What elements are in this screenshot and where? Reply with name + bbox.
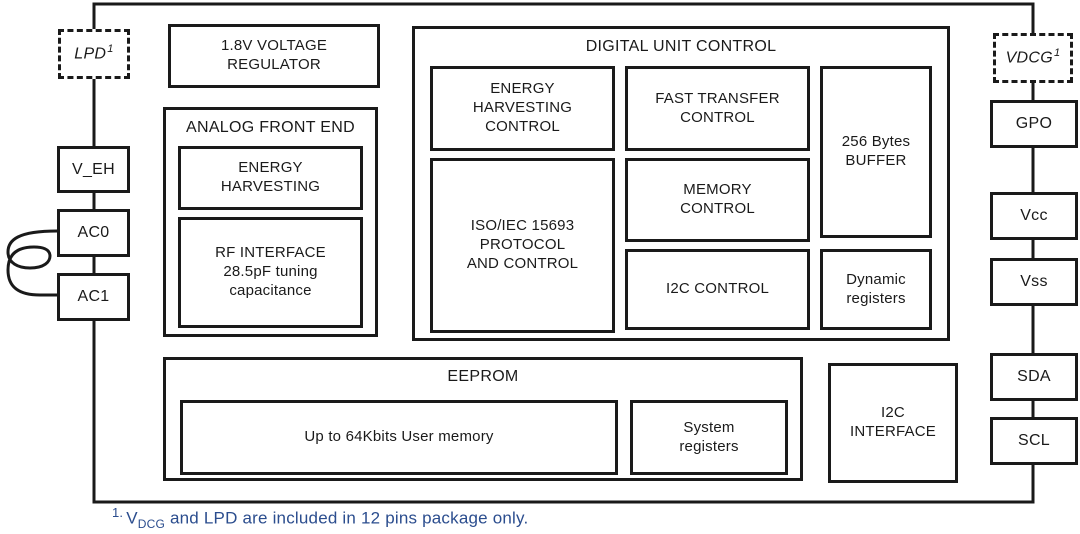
antenna-coil-icon [6,229,59,297]
pin-gpo-label: GPO [1015,115,1053,132]
block-rf-interface-label: RF INTERFACE 28.5pF tuning capacitance [215,244,326,299]
block-energy-harvesting-label: ENERGY HARVESTING [220,159,321,195]
pin-vcc: Vcc [990,192,1078,240]
block-256-bytes-buffer-label: 256 Bytes BUFFER [841,133,911,169]
block-energy-harvesting-control: ENERGY HARVESTING CONTROL [430,66,615,151]
footnote-v: V [126,508,138,528]
footnote-text: and LPD are included in 12 pins package … [165,508,529,528]
block-fast-transfer-control: FAST TRANSFER CONTROL [625,66,810,151]
block-i2c-control: I2C CONTROL [625,249,810,330]
block-eeprom-title: EEPROM [447,368,519,385]
block-voltage-regulator: 1.8V VOLTAGE REGULATOR [168,24,380,88]
pin-vss: Vss [990,258,1078,306]
footnote: 1.VDCG and LPD are included in 12 pins p… [112,505,528,531]
block-energy-harvesting: ENERGY HARVESTING [178,146,363,210]
block-fast-transfer-control-label: FAST TRANSFER CONTROL [655,89,780,126]
footnote-v-subscript: DCG [137,517,166,532]
block-system-registers-label: System registers [679,418,739,455]
block-iso-protocol: ISO/IEC 15693 PROTOCOL AND CONTROL [430,158,615,333]
block-rf-interface: RF INTERFACE 28.5pF tuning capacitance [178,217,363,328]
pin-lpd: LPD1 [58,29,130,79]
block-energy-harvesting-control-label: ENERGY HARVESTING CONTROL [472,80,573,135]
block-voltage-regulator-label: 1.8V VOLTAGE REGULATOR [220,37,328,73]
block-user-memory: Up to 64Kbits User memory [180,400,618,475]
pin-vdcg-label: VDCG [1005,49,1053,67]
pin-vdcg: VDCG1 [993,33,1073,83]
block-analog-front-end-title: ANALOG FRONT END [186,119,355,136]
block-256-bytes-buffer: 256 Bytes BUFFER [820,66,932,238]
pin-ac0-label: AC0 [77,224,110,241]
block-dynamic-registers-label: Dynamic registers [846,270,906,307]
pin-lpd-footnote-ref: 1 [107,43,114,56]
footnote-number: 1. [112,505,124,520]
block-memory-control: MEMORY CONTROL [625,158,810,242]
chip-outline [92,2,1035,504]
pin-sda: SDA [990,353,1078,401]
pin-vdcg-footnote-ref: 1 [1054,47,1061,60]
block-i2c-interface-label: I2C INTERFACE [850,404,936,440]
block-dynamic-registers: Dynamic registers [820,249,932,330]
pin-scl-label: SCL [1017,432,1051,449]
pin-gpo: GPO [990,100,1078,148]
pin-sda-label: SDA [1017,368,1051,385]
block-memory-control-label: MEMORY CONTROL [680,181,755,217]
block-user-memory-label: Up to 64Kbits User memory [304,428,494,446]
block-i2c-interface: I2C INTERFACE [828,363,958,483]
block-iso-protocol-label: ISO/IEC 15693 PROTOCOL AND CONTROL [466,217,579,272]
pin-scl: SCL [990,417,1078,465]
pin-v-eh-label: V_EH [72,160,115,178]
block-digital-unit-control-title: DIGITAL UNIT CONTROL [585,38,777,55]
pin-ac1: AC1 [57,273,130,321]
pin-ac1-label: AC1 [77,288,110,305]
block-system-registers: System registers [630,400,788,475]
pin-lpd-label: LPD [74,45,107,63]
pin-v-eh: V_EH [57,146,130,193]
pin-vss-label: Vss [1020,273,1048,290]
block-i2c-control-label: I2C CONTROL [665,280,770,298]
pin-ac0: AC0 [57,209,130,257]
pin-vcc-label: Vcc [1020,207,1048,224]
